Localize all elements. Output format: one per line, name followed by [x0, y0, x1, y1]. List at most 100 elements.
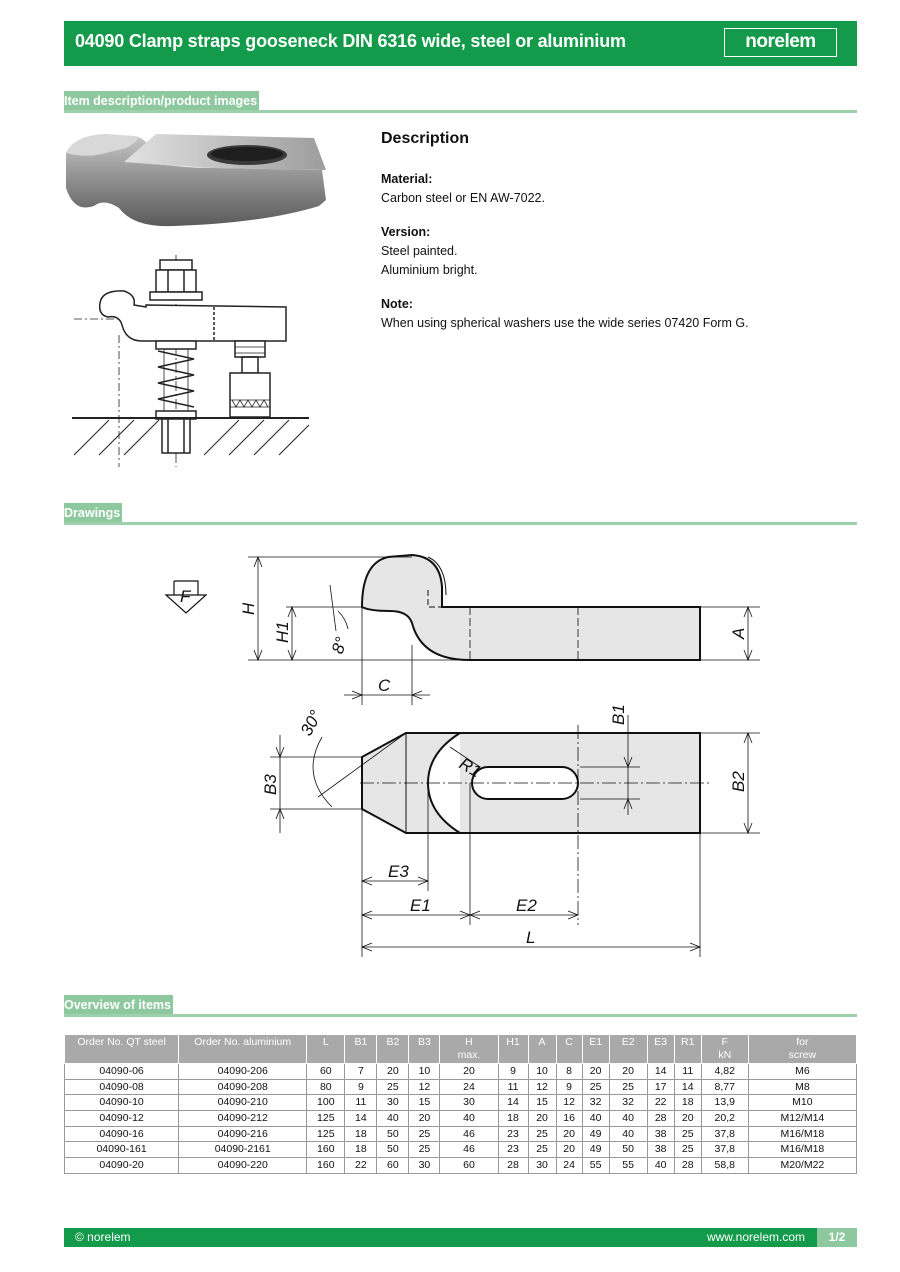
table-cell: 50 [376, 1126, 409, 1143]
table-cell: 11 [497, 1079, 529, 1096]
table-cell: M20/M22 [747, 1157, 858, 1174]
material-text: Carbon steel or EN AW-7022. [381, 191, 545, 205]
column-header: C [555, 1034, 583, 1064]
label-h1: H1 [273, 621, 292, 643]
label-e2: E2 [516, 896, 537, 915]
column-header-sublabel: kN [718, 1049, 732, 1061]
table-cell: 40 [646, 1157, 675, 1174]
label-angle-30: 30° [297, 707, 326, 739]
table-cell: 32 [581, 1094, 610, 1112]
table-cell: 30 [439, 1094, 498, 1112]
table-cell: 49 [581, 1126, 610, 1143]
version-heading: Version: [381, 225, 431, 239]
installation-illustration [72, 255, 310, 467]
table-cell: 04090-2161 [178, 1141, 307, 1159]
section-overview: Overview of items [64, 995, 857, 1017]
header-bar: 04090 Clamp straps gooseneck DIN 6316 wi… [64, 21, 857, 66]
table-cell: 9 [555, 1079, 583, 1096]
note-block: Note: When using spherical washers use t… [381, 295, 749, 333]
table-cell: 32 [608, 1094, 648, 1112]
table-cell: 25 [581, 1079, 610, 1096]
column-header-sublabel: screw [788, 1049, 817, 1061]
table-cell: 30 [527, 1157, 557, 1174]
section-label: Item description/product images [64, 91, 260, 111]
label-b2: B2 [729, 771, 748, 792]
table-cell: M16/M18 [747, 1126, 858, 1143]
table-cell: 30 [408, 1157, 440, 1174]
note-heading: Note: [381, 297, 413, 311]
table-cell: 17 [646, 1079, 675, 1096]
label-f: F [180, 587, 192, 606]
label-c: C [378, 676, 391, 695]
table-cell: 20 [608, 1063, 648, 1080]
section-label: Drawings [64, 503, 123, 523]
label-b3: B3 [261, 774, 280, 795]
column-header: H1 [497, 1034, 529, 1064]
label-l: L [526, 928, 535, 947]
table-cell: 25 [408, 1126, 440, 1143]
table-cell: 125 [306, 1126, 345, 1143]
version-block: Version: Steel painted. Aluminium bright… [381, 223, 478, 280]
table-cell: 55 [608, 1157, 648, 1174]
table-cell: 40 [439, 1110, 498, 1127]
table-cell: 60 [306, 1063, 345, 1080]
table-cell: 40 [608, 1110, 648, 1127]
column-header-label: for [796, 1036, 809, 1048]
column-header-label: H [465, 1036, 473, 1048]
table-cell: 04090-16 [63, 1126, 179, 1143]
table-cell: 23 [497, 1141, 529, 1159]
column-header-label: L [322, 1036, 329, 1048]
column-header: Order No. aluminium [178, 1034, 308, 1064]
column-header: E2 [608, 1034, 648, 1064]
version-text-2: Aluminium bright. [381, 263, 478, 277]
footer-website-link[interactable]: www.norelem.com [706, 1230, 805, 1244]
table-cell: M16/M18 [747, 1141, 858, 1159]
column-header-label: F [721, 1036, 728, 1048]
table-cell: 100 [306, 1094, 345, 1112]
column-header-sublabel: max. [457, 1049, 481, 1061]
table-cell: 25 [527, 1141, 557, 1159]
table-cell: 04090-212 [178, 1110, 307, 1127]
table-cell: 20 [673, 1110, 702, 1127]
table-cell: 4,82 [700, 1063, 749, 1080]
table-cell: 04090-06 [63, 1063, 179, 1080]
table-cell: 04090-161 [63, 1141, 179, 1159]
table-cell: 25 [608, 1079, 648, 1096]
table-cell: 55 [581, 1157, 610, 1174]
table-cell: 10 [408, 1063, 440, 1080]
description-title: Description [381, 130, 470, 147]
table-cell: 46 [439, 1126, 498, 1143]
table-cell: 18 [344, 1126, 377, 1143]
section-rule [64, 110, 857, 113]
label-b1: B1 [609, 704, 628, 725]
table-cell: 18 [497, 1110, 529, 1127]
column-header-label: E1 [589, 1036, 603, 1048]
column-header-label: B3 [418, 1036, 431, 1048]
table-cell: 30 [376, 1094, 409, 1112]
table-cell: 46 [439, 1141, 498, 1159]
table-cell: 04090-20 [63, 1157, 179, 1174]
page-title: 04090 Clamp straps gooseneck DIN 6316 wi… [75, 31, 626, 51]
material-heading: Material: [381, 172, 433, 186]
table-cell: 40 [376, 1110, 409, 1127]
table-cell: 13,9 [700, 1094, 749, 1112]
note-text: When using spherical washers use the wid… [381, 316, 749, 330]
table-cell: M6 [747, 1063, 858, 1080]
table-cell: 60 [376, 1157, 409, 1174]
table-cell: 37,8 [700, 1141, 749, 1159]
table-cell: 60 [439, 1157, 498, 1174]
column-header-label: B2 [386, 1036, 400, 1048]
column-header-label: E2 [621, 1036, 635, 1048]
version-text-1: Steel painted. [381, 244, 458, 258]
table-cell: 9 [497, 1063, 529, 1080]
table-cell: 04090-216 [178, 1126, 307, 1143]
label-e1: E1 [410, 896, 431, 915]
label-e3: E3 [388, 862, 409, 881]
table-cell: 28 [497, 1157, 529, 1174]
